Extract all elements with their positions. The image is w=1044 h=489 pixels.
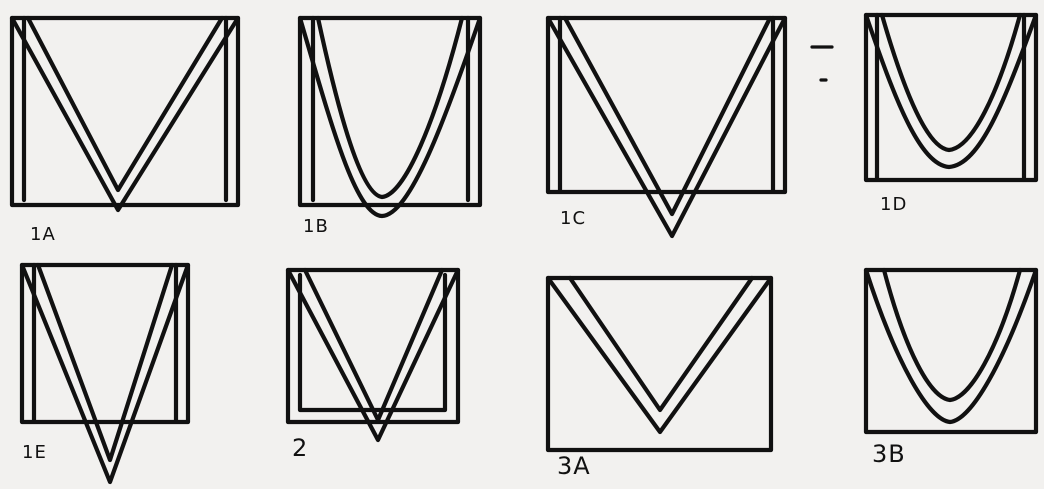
label-1e: 1E [22, 442, 47, 463]
label-1b: 1B [303, 216, 329, 237]
figure-1e: 1E [19, 262, 191, 485]
label-2: 2 [292, 434, 308, 462]
figure-1b: 1B [297, 15, 483, 237]
label-1c: 1C [560, 208, 586, 229]
figure-2: 2 [285, 267, 461, 462]
label-3b: 3B [872, 440, 906, 468]
label-1d: 1D [880, 194, 907, 215]
figure-1a: 1A [9, 15, 241, 245]
label-1a: 1A [30, 224, 56, 245]
figure-3b: 3B [863, 267, 1039, 468]
figure-1c: 1C [545, 15, 834, 239]
label-3a: 3A [557, 452, 591, 480]
figure-3a: 3A [545, 275, 774, 480]
figure-1d: 1D [863, 12, 1039, 215]
